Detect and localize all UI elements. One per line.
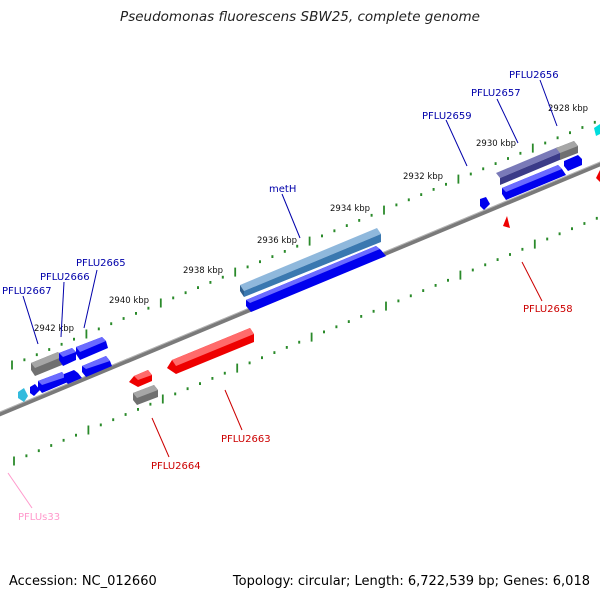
gene-small-forward[interactable] [480, 197, 490, 210]
forward-strand-genes [18, 124, 600, 402]
gene-PFLU2658[interactable] [503, 216, 510, 228]
gene-labels: PFLU2656 PFLU2657 PFLU2659 metH PFLU2665… [2, 70, 573, 523]
reverse-strand-genes [129, 170, 600, 405]
gene-PFLU2663[interactable] [167, 328, 254, 374]
gene-edge-red[interactable] [596, 170, 600, 182]
scale-label-2940: 2940 kbp [109, 296, 149, 306]
label-PFLU2665[interactable]: PFLU2665 [76, 258, 126, 269]
label-PFLU2667[interactable]: PFLU2667 [2, 286, 52, 297]
gene-edge-cyan[interactable] [594, 124, 600, 136]
scale-ticks-upper [11, 120, 596, 370]
gene-PFLU2657[interactable] [496, 141, 578, 185]
scale-label-2934: 2934 kbp [330, 204, 370, 214]
label-PFLU2656[interactable]: PFLU2656 [509, 70, 559, 81]
scale-label-2932: 2932 kbp [403, 172, 443, 182]
gene-metH-lower[interactable] [246, 246, 386, 312]
scale-labels: 2928 kbp 2930 kbp 2932 kbp 2934 kbp 2936… [34, 104, 588, 334]
label-PFLU2663[interactable]: PFLU2663 [221, 434, 271, 445]
scale-ticks-lower [13, 216, 598, 466]
gene-PFLU2667-block[interactable] [31, 352, 62, 376]
label-PFLU2659[interactable]: PFLU2659 [422, 111, 472, 122]
gene-PFLU2664-pseudo[interactable] [133, 385, 158, 405]
label-metH[interactable]: metH [269, 184, 296, 195]
scale-label-2942: 2942 kbp [34, 324, 74, 334]
scale-label-2938: 2938 kbp [183, 266, 223, 276]
gene-PFLU2665-block[interactable] [76, 337, 108, 360]
gene-PFLU2659-block[interactable] [502, 155, 582, 200]
scale-label-2930: 2930 kbp [476, 139, 516, 149]
label-PFLUs33[interactable]: PFLUs33 [18, 512, 60, 523]
callout-lines [7, 79, 558, 509]
scale-label-2936: 2936 kbp [257, 236, 297, 246]
accession-text: Accession: NC_012660 [9, 574, 157, 589]
gene-PFLU2664[interactable] [129, 370, 152, 387]
label-PFLU2657[interactable]: PFLU2657 [471, 88, 521, 99]
label-PFLU2664[interactable]: PFLU2664 [151, 461, 201, 472]
gene-metH[interactable] [240, 228, 381, 297]
label-PFLU2666[interactable]: PFLU2666 [40, 272, 90, 283]
label-PFLU2658[interactable]: PFLU2658 [523, 304, 573, 315]
genome-stats-text: Topology: circular; Length: 6,722,539 bp… [232, 574, 590, 589]
scale-label-2928: 2928 kbp [548, 104, 588, 114]
gene-left-lower-row[interactable] [30, 356, 112, 396]
map-title: Pseudomonas fluorescens SBW25, complete … [120, 9, 480, 25]
gene-PFLU2666-block[interactable] [59, 348, 76, 366]
gene-edge-cyan-left[interactable] [18, 388, 28, 402]
